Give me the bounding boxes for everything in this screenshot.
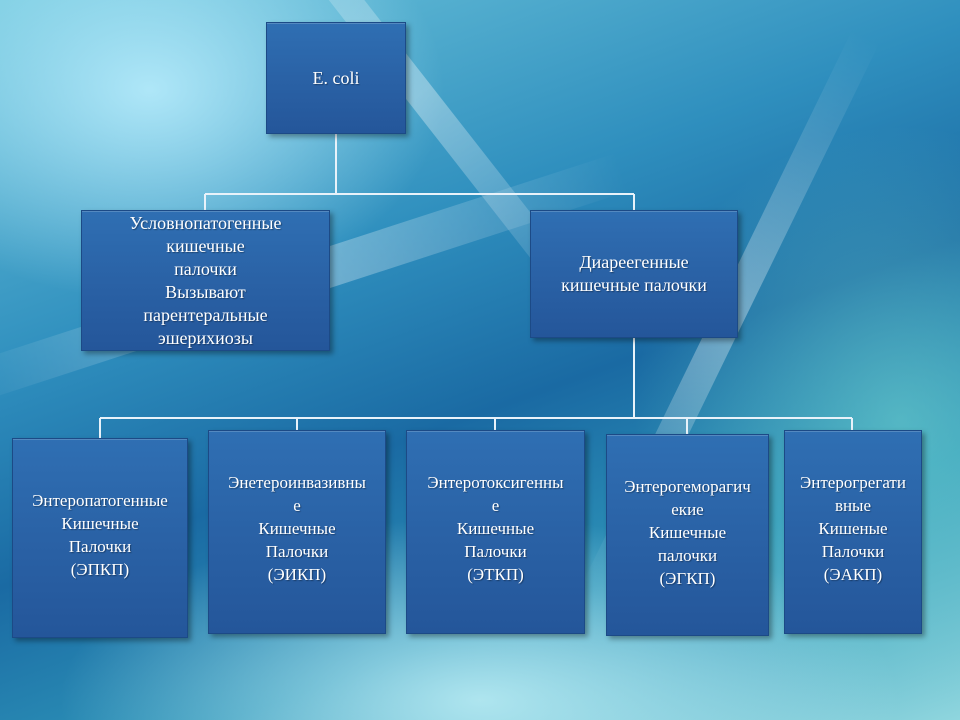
node-eikp-label: Энетероинвазивны е Кишечные Палочки (ЭИК… [228,473,366,584]
node-epkp: Энтеропатогенные Кишечные Палочки (ЭПКП) [12,438,188,638]
node-diarrheagenic: Диареегенные кишечные палочки [530,210,738,338]
node-e-coli: E. coli [266,22,406,134]
node-etkp: Энтеротоксигенны е Кишечные Палочки (ЭТК… [406,430,585,634]
node-egkp: Энтерогеморагич екие Кишечные палочки (Э… [606,434,769,636]
node-eakp-label: Энтерогрегати вные Кишеные Палочки (ЭАКП… [800,473,906,584]
node-etkp-label: Энтеротоксигенны е Кишечные Палочки (ЭТК… [427,473,564,584]
node-epkp-label: Энтеропатогенные Кишечные Палочки (ЭПКП) [32,491,168,579]
node-egkp-label: Энтерогеморагич екие Кишечные палочки (Э… [624,477,751,588]
node-diarrheagenic-label: Диареегенные кишечные палочки [561,252,707,295]
node-conditional-pathogenic: Условнопатогенные кишечные палочки Вызыв… [81,210,330,351]
node-conditional-pathogenic-label: Условнопатогенные кишечные палочки Вызыв… [129,212,282,348]
node-eakp: Энтерогрегати вные Кишеные Палочки (ЭАКП… [784,430,922,634]
node-eikp: Энетероинвазивны е Кишечные Палочки (ЭИК… [208,430,386,634]
node-e-coli-label: E. coli [312,67,360,88]
